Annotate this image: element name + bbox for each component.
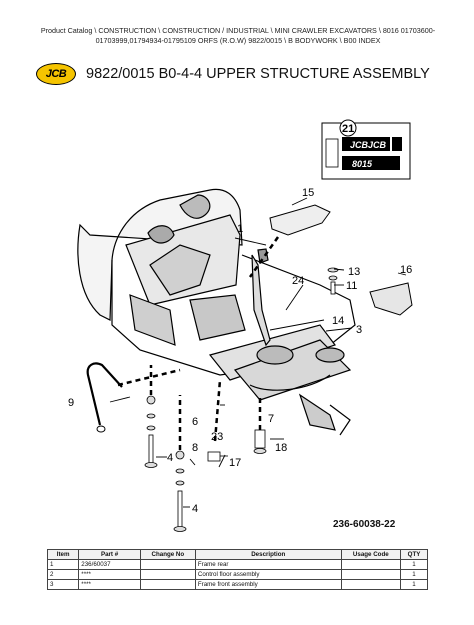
callout-11: 11 [346, 280, 357, 292]
page-title: 9822/0015 B0-4-4 UPPER STRUCTURE ASSEMBL… [86, 66, 430, 82]
header-change-no: Change No [139, 549, 196, 560]
decal-model: 8015 [352, 159, 373, 169]
table-row: 1 236/60037 Frame rear 1 [46, 559, 429, 570]
cell-qty: 1 [399, 569, 429, 580]
cell-item: 3 [46, 579, 80, 590]
callout-18: 18 [275, 442, 287, 454]
callout-4-lower: 4 [192, 503, 198, 515]
cell-part-number: 236/60037 [78, 559, 141, 570]
cell-description: Frame front assembly [194, 579, 342, 590]
callout-9: 9 [68, 397, 74, 409]
drawing-number: 236-60038-22 [333, 519, 396, 530]
callout-1: 1 [237, 223, 243, 235]
cell-usage-code [340, 579, 401, 590]
decal-inset: JCB JCB 8015 21 [68, 119, 413, 532]
callout-24: 24 [292, 275, 304, 287]
callout-16: 16 [400, 264, 412, 276]
leader-lines [109, 197, 407, 508]
exploded-parts-diagram: JCB JCB 8015 21 [68, 119, 413, 532]
parts-table: Item Part # Change No Description Usage … [46, 549, 429, 590]
jcb-logo-text: JCB [45, 68, 67, 80]
header-qty: QTY [399, 549, 429, 560]
header-usage-code: Usage Code [340, 549, 401, 560]
dashed-leaders [117, 236, 280, 450]
breadcrumb-line-1: Product Catalog \ CONSTRUCTION \ CONSTRU… [40, 26, 436, 35]
callout-8: 8 [192, 442, 198, 454]
header-description: Description [194, 549, 342, 560]
title-row: JCB 9822/0015 B0-4-4 UPPER STRUCTURE ASS… [36, 62, 430, 86]
cell-part-number: **** [78, 579, 141, 590]
header-part-number: Part # [78, 549, 141, 560]
bolts-left [144, 395, 187, 532]
table-row: 2 **** Control floor assembly 1 [46, 569, 429, 580]
cell-usage-code [340, 559, 401, 570]
cell-part-number: **** [78, 569, 141, 580]
cell-qty: 1 [399, 559, 429, 570]
callout-13: 13 [348, 266, 360, 278]
upper-structure-body [77, 188, 356, 436]
callout-21: 21 [342, 123, 354, 135]
table-row: 3 **** Frame front assembly 1 [46, 579, 429, 590]
breadcrumb-line-2: 01703999,01794934-01795109 ORFS (R.O.W) … [95, 36, 381, 45]
pipe-9 [86, 362, 123, 433]
cell-change-no [139, 569, 196, 580]
header-item: Item [46, 549, 80, 560]
callout-23: 23 [211, 431, 223, 443]
callout-labels: 1 3 4 4 6 7 8 9 11 13 14 15 16 17 18 23 … [68, 187, 412, 515]
jcb-logo: JCB [36, 63, 76, 85]
decal-jcb-a: JCB [350, 140, 369, 150]
decal-jcb-b: JCB [368, 140, 387, 150]
parts-table-header-row: Item Part # Change No Description Usage … [46, 549, 429, 560]
callout-3: 3 [356, 324, 362, 336]
cell-description: Control floor assembly [194, 569, 342, 580]
bolts-right [207, 267, 339, 462]
cell-qty: 1 [399, 579, 429, 590]
callout-14: 14 [332, 315, 344, 327]
cell-change-no [139, 559, 196, 570]
cell-description: Frame rear [194, 559, 342, 570]
callout-4-upper: 4 [167, 452, 173, 464]
callout-7: 7 [268, 413, 274, 425]
bracket-16 [369, 282, 413, 316]
breadcrumb: Product Catalog \ CONSTRUCTION \ CONSTRU… [36, 26, 440, 46]
callout-15: 15 [302, 187, 314, 199]
cell-change-no [139, 579, 196, 590]
floor-plate-15 [269, 204, 331, 236]
cell-item: 2 [46, 569, 80, 580]
cell-item: 1 [46, 559, 80, 570]
callout-6: 6 [192, 416, 198, 428]
callout-17: 17 [229, 457, 241, 469]
cell-usage-code [340, 569, 401, 580]
